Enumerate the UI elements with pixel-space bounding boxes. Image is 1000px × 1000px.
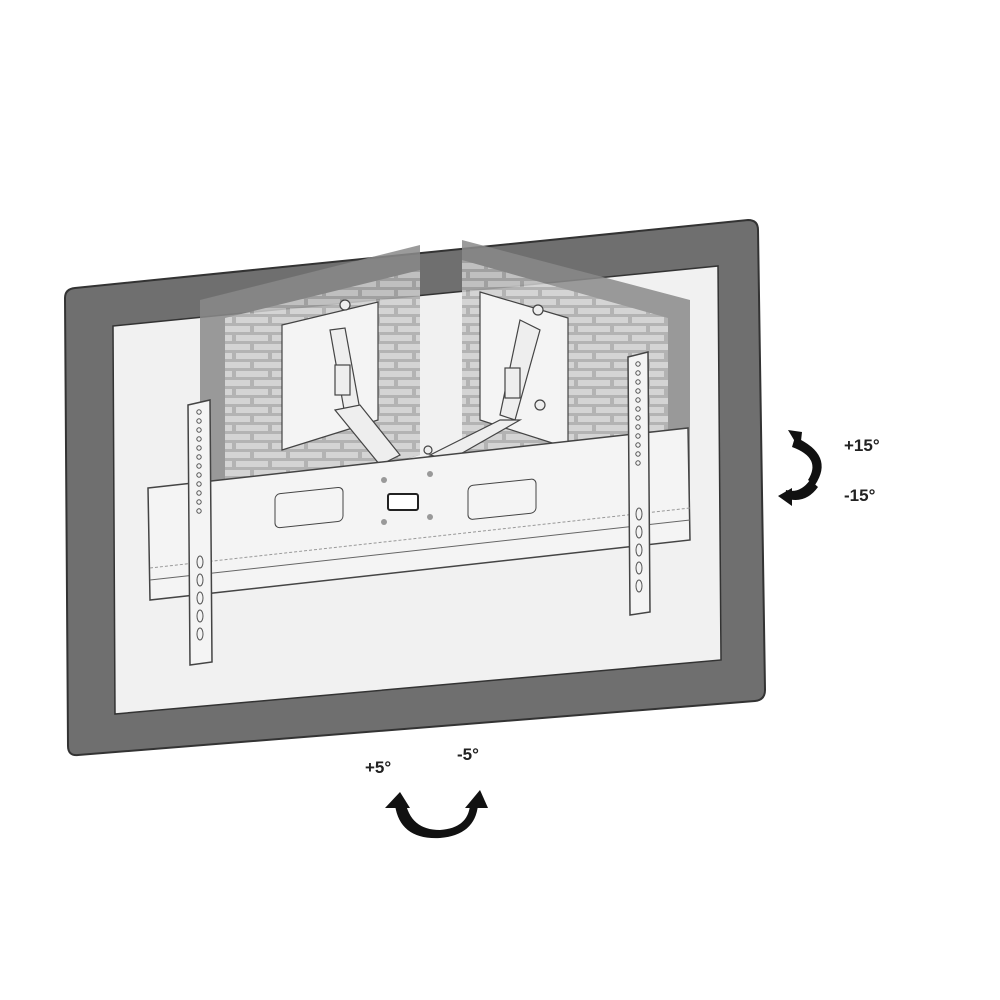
mount-slot xyxy=(635,561,643,575)
mount-slot xyxy=(196,573,204,587)
mount-hole xyxy=(635,424,641,430)
mount-slot xyxy=(635,579,643,593)
mount-hole xyxy=(196,499,202,505)
mount-hole xyxy=(635,415,641,421)
mount-slot xyxy=(196,555,204,569)
mount-hole xyxy=(635,379,641,385)
mount-slot xyxy=(635,507,643,521)
mount-hole xyxy=(635,460,641,466)
mount-hole xyxy=(635,361,641,367)
mount-hole xyxy=(196,472,202,478)
tilt-minus-label: -5° xyxy=(457,745,479,764)
vertical-strip-right xyxy=(627,351,651,616)
mount-hole xyxy=(635,397,641,403)
mount-hole xyxy=(196,481,202,487)
mount-hole xyxy=(196,490,202,496)
mount-slot xyxy=(196,591,204,605)
tilt-arrow-icon xyxy=(385,790,488,839)
mount-hole xyxy=(196,427,202,433)
mount-hole xyxy=(635,451,641,457)
mount-hole xyxy=(196,436,202,442)
mount-slot xyxy=(196,627,204,641)
mount-hole xyxy=(196,454,202,460)
swivel-plus-label: +15° xyxy=(844,436,880,455)
mount-hole xyxy=(635,433,641,439)
mount-hole xyxy=(635,442,641,448)
mount-hole xyxy=(635,388,641,394)
mount-slot xyxy=(196,609,204,623)
mount-hole xyxy=(635,406,641,412)
mount-slot xyxy=(635,525,643,539)
swivel-minus-label: -15° xyxy=(844,486,876,505)
mount-hole xyxy=(635,370,641,376)
swivel-arrow-icon xyxy=(778,430,822,506)
articulating-arms xyxy=(329,299,546,466)
mount-hole xyxy=(196,463,202,469)
mount-hole xyxy=(196,445,202,451)
vertical-strip-left xyxy=(187,399,213,666)
horizontal-rail xyxy=(147,427,691,601)
mount-hole xyxy=(196,418,202,424)
mount-slot xyxy=(635,543,643,557)
mount-hole xyxy=(196,508,202,514)
mount-hole xyxy=(196,409,202,415)
tilt-plus-label: +5° xyxy=(365,758,392,777)
